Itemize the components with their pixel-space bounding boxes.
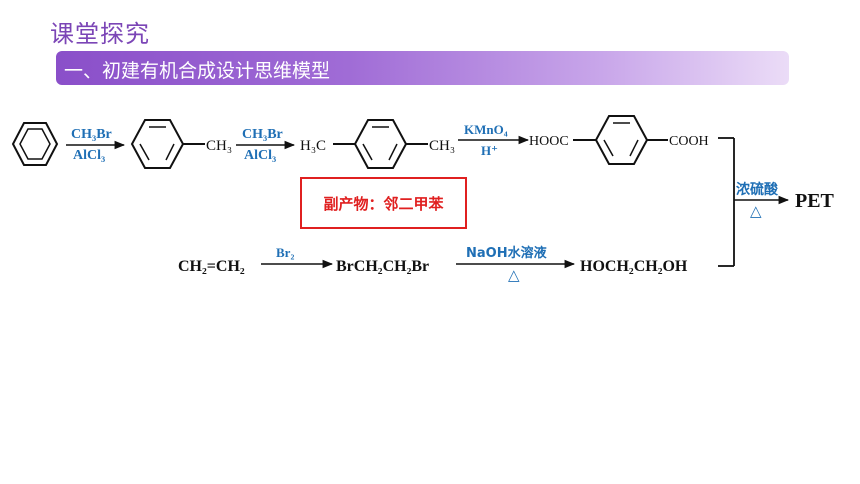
- reagent-naoh-aq: NaOH水溶液: [466, 245, 547, 261]
- condition-conc-h2so4: 浓硫酸: [736, 181, 779, 198]
- reagent-ch3br-1: CH₃Br: [71, 127, 112, 142]
- p-xylene-ring: [333, 119, 428, 169]
- section-heading: 一、初建有机合成设计思维模型: [64, 60, 331, 82]
- acid-left-group: HOOC: [529, 134, 569, 149]
- condition-heat-hydrolysis: △: [508, 268, 520, 284]
- toluene-methyl: CH₃: [206, 138, 232, 154]
- section-banner: 一、初建有机合成设计思维模型: [56, 51, 789, 85]
- reagent-h-plus: H⁺: [481, 143, 498, 158]
- dibromoethane: BrCH₂CH₂Br: [336, 258, 429, 275]
- reagent-alcl3-2: AlCl₃: [244, 148, 276, 163]
- product-pet: PET: [795, 190, 835, 212]
- ethylene-glycol: HOCH₂CH₂OH: [580, 258, 688, 275]
- xylene-right-methyl: CH₃: [429, 138, 455, 154]
- reagent-ch3br-2: CH₃Br: [242, 127, 283, 142]
- toluene-ring: [130, 119, 205, 169]
- ethylene: CH₂=CH₂: [178, 258, 245, 275]
- acid-right-group: COOH: [669, 134, 709, 149]
- page-title: 课堂探究: [50, 20, 150, 48]
- reagent-alcl3-1: AlCl₃: [73, 148, 105, 163]
- benzene-ring: [11, 122, 59, 166]
- reagent-kmno4: KMnO₄: [464, 122, 508, 137]
- byproduct-label: 副产物：邻二甲苯: [323, 194, 444, 213]
- condition-heat-final: △: [750, 204, 762, 220]
- reagent-br2: Br₂: [276, 245, 294, 260]
- convergence-bracket: [718, 137, 735, 267]
- terephthalic-ring: [573, 115, 668, 165]
- byproduct-box: 副产物：邻二甲苯: [300, 177, 467, 229]
- xylene-left-methyl: H₃C: [300, 138, 326, 154]
